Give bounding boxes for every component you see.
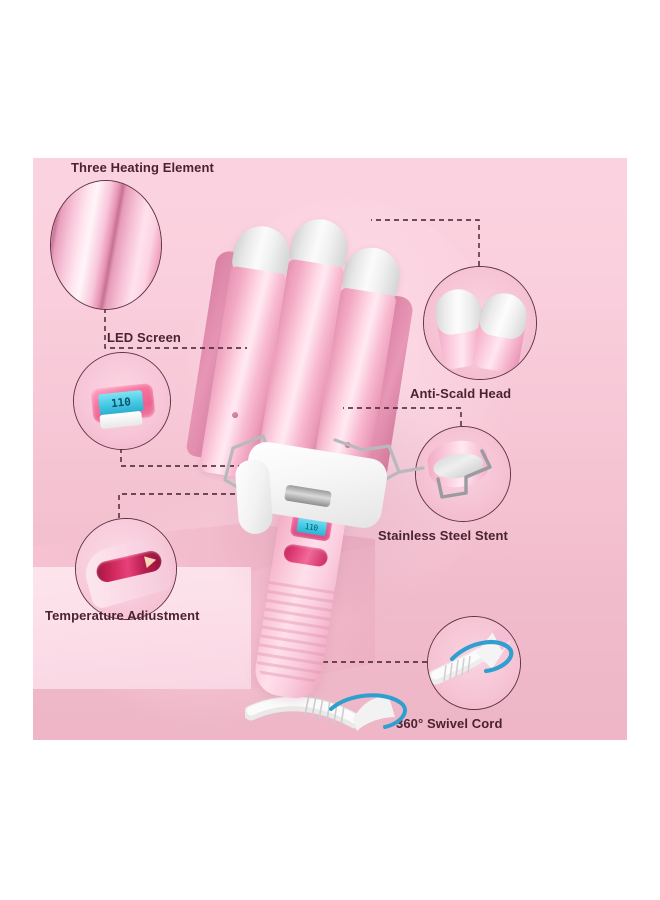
- callout-bubble-led-screen: 110: [73, 352, 171, 450]
- barrel-tips-closeup-icon: [424, 267, 536, 379]
- callout-label-anti-scald-head: Anti-Scald Head: [410, 386, 512, 401]
- callout-bubble-stainless-steel-stent: [415, 426, 511, 522]
- stent-wire-art: [436, 449, 492, 499]
- product-release-lever: [234, 458, 274, 536]
- callout-label-three-heating-element: Three Heating Element: [71, 160, 214, 175]
- callout-bubble-swivel-cord: [427, 616, 521, 710]
- swivel-cord-closeup-icon: [428, 617, 520, 709]
- temperature-button-closeup-icon: [76, 519, 176, 619]
- callout-bubble-temperature-adjustment: [75, 518, 177, 620]
- callout-label-led-screen: LED Screen: [107, 330, 181, 345]
- three-barrels-closeup-icon: [51, 181, 161, 309]
- product-illustration: 110: [185, 168, 493, 731]
- anti-scald-tip-right: [471, 289, 531, 375]
- callout-bubble-anti-scald-head: [423, 266, 537, 380]
- callout-label-temperature-adjustment: Temperature Adiustment: [45, 608, 200, 623]
- callout-label-swivel-cord: 360° Swivel Cord: [396, 716, 503, 731]
- product-infographic-canvas: 110: [33, 158, 627, 740]
- callout-label-stainless-steel-stent: Stainless Steel Stent: [378, 528, 508, 543]
- handle-temperature-button[interactable]: [282, 543, 329, 568]
- led-device-base: [99, 410, 143, 430]
- swivel-cord-art: [428, 629, 514, 685]
- led-display-closeup-icon: 110: [74, 353, 170, 449]
- steel-stand-closeup-icon: [416, 427, 510, 521]
- callout-bubble-three-heating-element: [50, 180, 162, 310]
